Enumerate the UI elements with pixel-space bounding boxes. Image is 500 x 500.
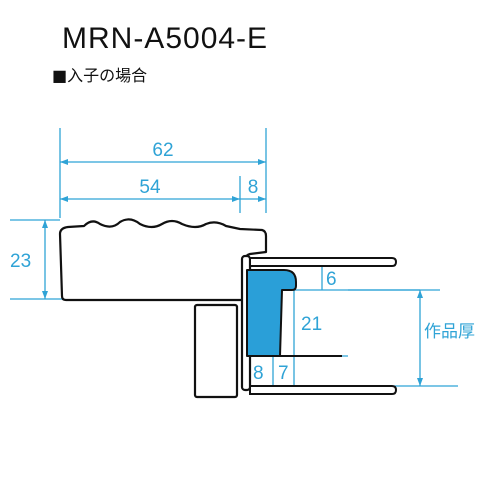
label-overall-width: 62 — [152, 140, 173, 161]
label-right-width: 8 — [248, 177, 259, 198]
label-insert-width-a: 8 — [253, 363, 264, 384]
label-glass-gap: 6 — [326, 269, 337, 290]
arrow-62-left — [60, 159, 68, 165]
section-label: ■入子の場合 — [52, 66, 148, 85]
dimension-labels: 62 54 8 23 6 21 8 7 作品厚 — [10, 140, 475, 384]
label-insert-width-b: 7 — [278, 363, 289, 384]
glazing-layers — [249, 257, 398, 395]
arrow-8-right — [258, 196, 266, 202]
frame-body — [58, 218, 268, 302]
dimension-arrows — [42, 159, 423, 386]
glass-sheet — [249, 257, 398, 267]
frame-profile — [58, 218, 268, 399]
arrow-23-bottom — [42, 291, 48, 299]
arrow-54-right — [232, 196, 240, 202]
frame-back-leg — [193, 303, 239, 399]
model-code-title: MRN-A5004-E — [62, 22, 269, 55]
insert-profile — [246, 269, 297, 357]
arrow-art-top — [417, 290, 423, 298]
label-insert-depth: 21 — [301, 314, 322, 335]
arrow-54-left — [60, 196, 68, 202]
arrow-art-bottom — [417, 378, 423, 386]
arrow-23-top — [42, 220, 48, 228]
label-artwork-thickness: 作品厚 — [424, 322, 475, 341]
label-frame-height: 23 — [10, 251, 31, 272]
arrow-62-right — [258, 159, 266, 165]
backing-board — [249, 385, 398, 395]
label-main-width: 54 — [139, 177, 161, 198]
